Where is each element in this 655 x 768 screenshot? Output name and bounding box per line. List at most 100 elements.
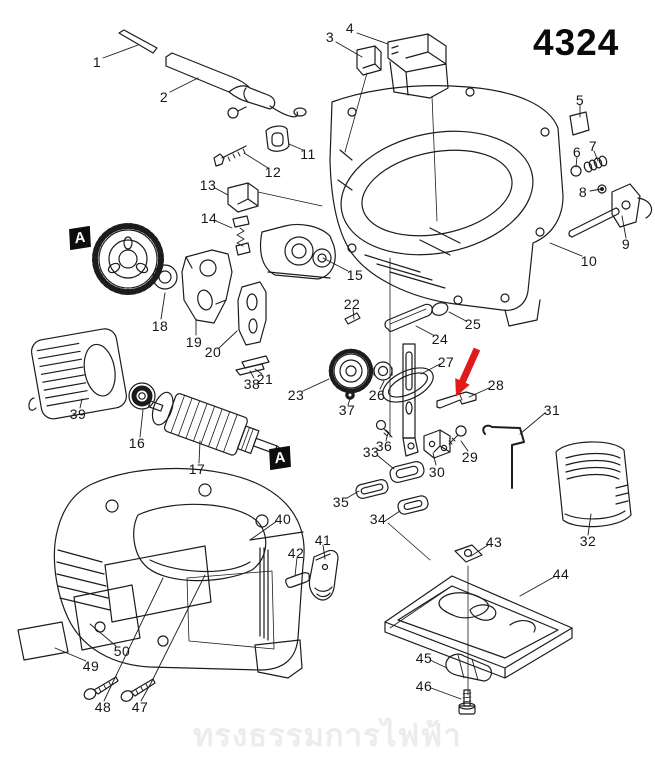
part-2-shaft-assembly: [165, 52, 307, 119]
part-3-box: [356, 45, 382, 76]
part-29-screw: [448, 425, 467, 445]
part-19-counterweight: [181, 249, 233, 324]
part-callout-6: 6: [572, 144, 582, 160]
part-callout-29: 29: [461, 449, 479, 465]
part-callout-34: 34: [369, 511, 387, 527]
part-callout-12: 12: [264, 164, 282, 180]
part-38-plate: [235, 363, 265, 376]
part-callout-23: 23: [287, 387, 305, 403]
part-callout-41: 41: [314, 532, 332, 548]
part-42-pin: [285, 572, 310, 588]
part-43-square-nut: [454, 544, 483, 563]
part-10-motor-housing: [329, 85, 564, 327]
part-callout-32: 32: [579, 533, 597, 549]
watermark-text: ทรงธรรมการไฟฟ้า: [193, 718, 462, 753]
part-45-clamp: [445, 653, 493, 682]
part-37-nut: [345, 390, 355, 400]
part-callout-42: 42: [287, 545, 305, 561]
part-39-field: [28, 328, 127, 420]
part-4-switch: [387, 33, 449, 99]
part-27-slider: [382, 343, 434, 457]
part-callout-8: 8: [578, 184, 588, 200]
part-callout-14: 14: [200, 210, 218, 226]
part-7-spring: [583, 155, 608, 173]
part-41-lever: [308, 549, 339, 601]
assembly-lines: [186, 72, 469, 696]
part-49-label: [17, 621, 69, 661]
part-callout-3: 3: [325, 29, 335, 45]
part-callout-43: 43: [485, 534, 503, 550]
part-30-clamp-block: [423, 429, 451, 459]
part-callout-16: 16: [128, 435, 146, 451]
part-callout-21: 21: [256, 371, 274, 387]
part-callout-18: 18: [151, 318, 169, 334]
leader-lines: [54, 32, 627, 702]
part-8-nut: [597, 184, 607, 194]
part-callout-15: 15: [346, 267, 364, 283]
part-15-bracket: [259, 223, 336, 280]
part-31-hex-wrench: [482, 424, 525, 489]
part-callout-17: 17: [188, 461, 206, 477]
view-marker-a-1: A: [69, 225, 91, 251]
part-callout-45: 45: [415, 650, 433, 666]
part-callout-28: 28: [487, 377, 505, 393]
part-callout-49: 49: [82, 658, 100, 674]
part-callout-1: 1: [92, 54, 102, 70]
part-callout-19: 19: [185, 334, 203, 350]
part-17-armature: [147, 391, 288, 456]
part-11-grommet: [265, 125, 290, 152]
part-6-steel-ball: [570, 165, 582, 177]
part-callout-47: 47: [131, 699, 149, 715]
part-36-screw: [375, 419, 393, 438]
part-48-screw: [83, 676, 119, 700]
part-callout-39: 39: [69, 406, 87, 422]
part-callout-2: 2: [159, 89, 169, 105]
part-25-oval: [431, 302, 449, 316]
part-44-base-plate: [384, 575, 573, 679]
part-callout-38: 38: [243, 376, 261, 392]
part-callout-9: 9: [621, 236, 631, 252]
part-9-roller-bracket: [568, 183, 653, 238]
part-50-nameplate: [73, 584, 141, 651]
model-number: 4324: [533, 22, 620, 63]
part-callout-35: 35: [332, 494, 350, 510]
part-32-blade-cover: [555, 441, 632, 528]
part-21-plate: [241, 355, 270, 369]
gear-assembly: [92, 223, 164, 295]
part-callout-26: 26: [368, 387, 386, 403]
part-callout-10: 10: [580, 253, 598, 269]
part-33-spacer: [389, 461, 425, 483]
part-callout-27: 27: [437, 354, 455, 370]
part-callout-31: 31: [543, 402, 561, 418]
part-12-screw: [213, 145, 247, 167]
part-callout-7: 7: [588, 138, 598, 154]
part-1-rod: [118, 29, 158, 54]
part-34-spacer: [397, 495, 429, 515]
part-callout-30: 30: [428, 464, 446, 480]
part-callout-25: 25: [464, 316, 482, 332]
part-26-bushing: [373, 361, 393, 381]
part-5-label-plate: [569, 111, 590, 136]
part-28-blade-holder: [436, 391, 477, 409]
part-callout-5: 5: [575, 92, 585, 108]
part-22-pin: [344, 312, 361, 325]
part-callout-22: 22: [343, 296, 361, 312]
part-callout-13: 13: [199, 177, 217, 193]
part-callout-46: 46: [415, 678, 433, 694]
part-47-screw: [120, 678, 156, 702]
part-callout-44: 44: [552, 566, 570, 582]
part-callout-40: 40: [274, 511, 292, 527]
part-callout-11: 11: [300, 146, 316, 162]
part-callout-37: 37: [338, 402, 356, 418]
red-arrow: [455, 347, 481, 397]
part-callout-20: 20: [204, 344, 222, 360]
view-marker-a-2: A: [269, 445, 291, 471]
part-callout-4: 4: [345, 20, 355, 36]
part-35-pad: [355, 479, 389, 499]
part-callout-48: 48: [94, 699, 112, 715]
part-callout-24: 24: [431, 331, 449, 347]
part-13-brush-holder: [227, 182, 323, 213]
part-callout-50: 50: [113, 643, 131, 659]
part-46-screw: [458, 689, 476, 715]
